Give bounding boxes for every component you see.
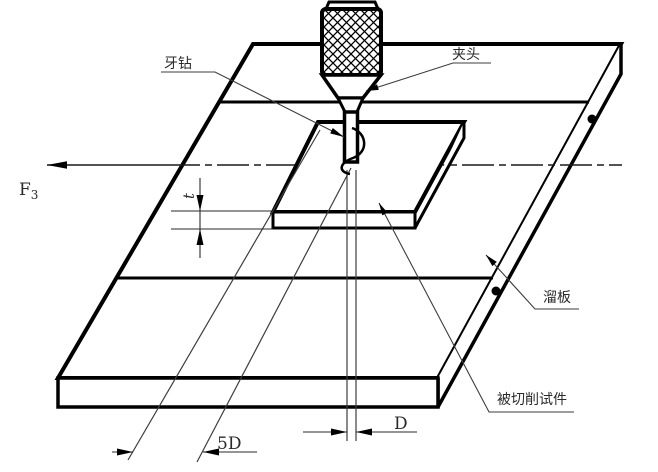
fived-arrow-right-icon — [117, 448, 133, 456]
workpiece-right-face — [413, 122, 466, 229]
tap-drill-leader — [161, 71, 345, 138]
drill-axis-extension-line — [196, 167, 352, 463]
force-label: F3 — [19, 180, 38, 202]
leader-lines — [161, 62, 579, 413]
drill-chuck — [318, 0, 385, 114]
slide-plate-leader — [485, 254, 579, 310]
tap-drill-label: 牙钻 — [164, 55, 192, 71]
edge-pin-dot-lower — [491, 286, 501, 296]
edge-extension-line — [127, 129, 321, 461]
workpiece-leader — [378, 202, 574, 413]
t-arrow-down-icon — [196, 195, 204, 211]
workpiece-plate — [269, 120, 468, 230]
drill-shank — [342, 110, 360, 164]
chuck-leader — [365, 62, 491, 92]
slide-plate-front-face — [56, 376, 440, 409]
projection-lines — [127, 129, 357, 463]
chuck-label: 夹头 — [452, 46, 480, 62]
slide-plate-leader-arrow-icon — [486, 255, 497, 267]
diameter-label: D — [394, 414, 408, 434]
chuck-leader-arrow-icon — [366, 84, 379, 91]
leader-arrowheads — [330, 84, 497, 267]
workpiece-front-face — [271, 210, 417, 230]
fived-arrow-left-icon — [203, 448, 219, 456]
force-symbol-text: F — [19, 180, 31, 200]
force-arrowhead-icon — [47, 161, 67, 169]
workpiece-leader-arrow-icon — [379, 203, 388, 216]
edge-pin-dot-upper — [587, 114, 597, 124]
tap-drill-bit — [340, 110, 366, 176]
workpiece-label: 被切削试件 — [497, 391, 567, 407]
force-subscript-text: 3 — [31, 188, 39, 202]
d-arrow-left-icon — [356, 428, 372, 436]
chuck-knurling-pattern — [320, 7, 383, 77]
edge-distance-label: 5D — [217, 434, 241, 454]
thickness-label: t — [180, 192, 198, 199]
slide-plate-label: 溜板 — [543, 289, 571, 305]
drill-flute-spiral — [340, 126, 366, 176]
d-arrow-right-icon — [331, 428, 347, 436]
t-arrow-up-icon — [196, 229, 204, 245]
tap-drill-leader-arrow-icon — [330, 128, 344, 137]
